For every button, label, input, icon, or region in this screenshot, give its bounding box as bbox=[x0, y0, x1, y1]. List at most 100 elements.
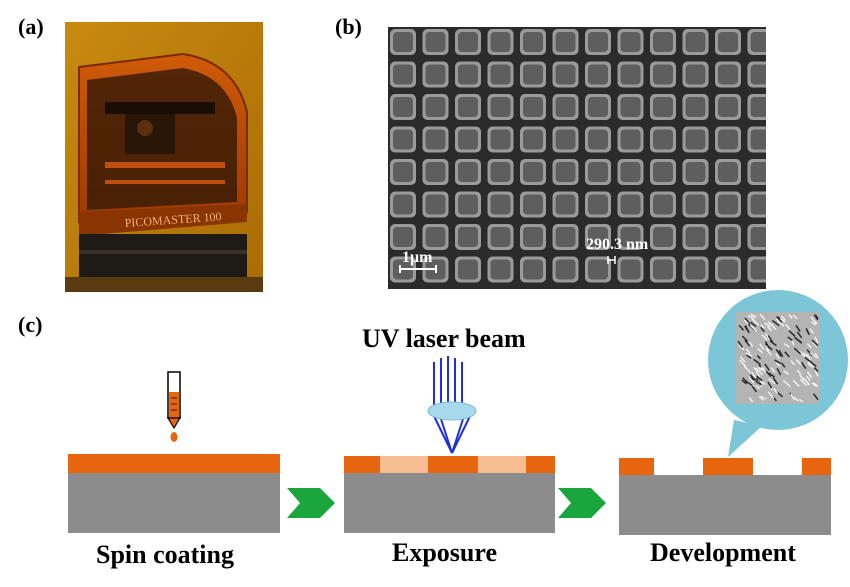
afm-feature bbox=[741, 335, 748, 342]
afm-feature bbox=[806, 343, 812, 349]
dropper-icon bbox=[166, 371, 182, 442]
afm-feature bbox=[757, 366, 763, 371]
afm-feature bbox=[748, 341, 754, 348]
sem-pillar bbox=[588, 64, 608, 85]
afm-feature bbox=[777, 316, 784, 322]
afm-feature bbox=[755, 360, 761, 366]
afm-feature bbox=[743, 319, 749, 325]
afm-feature bbox=[764, 363, 770, 371]
afm-feature bbox=[814, 336, 819, 344]
sem-pillar bbox=[555, 162, 576, 182]
scale-bar-label: 1μm bbox=[402, 249, 433, 266]
afm-feature bbox=[777, 320, 785, 327]
afm-feature bbox=[774, 359, 781, 365]
afm-feature bbox=[789, 337, 795, 346]
sem-pillar bbox=[425, 162, 446, 182]
afm-feature bbox=[796, 369, 802, 375]
sem-pillar bbox=[620, 97, 641, 117]
afm-feature bbox=[810, 316, 818, 325]
afm-feature bbox=[747, 314, 755, 320]
afm-feature bbox=[789, 392, 794, 398]
afm-feature bbox=[745, 380, 753, 387]
afm-feature bbox=[798, 350, 806, 358]
afm-feature bbox=[794, 336, 802, 344]
afm-feature bbox=[739, 356, 746, 363]
panel-label-b: (b) bbox=[335, 14, 362, 39]
sem-pattern bbox=[388, 27, 766, 289]
sem-pillar bbox=[458, 194, 478, 215]
afm-feature bbox=[744, 339, 751, 347]
sem-pillar bbox=[685, 32, 706, 52]
afm-feature bbox=[770, 323, 777, 330]
sem-pillar bbox=[523, 32, 543, 52]
sem-pillar bbox=[458, 97, 478, 117]
stage-exposure bbox=[344, 356, 555, 533]
uv-laser-beam-label: UV laser beam bbox=[362, 324, 526, 353]
sem-pillar bbox=[750, 32, 766, 52]
afm-feature bbox=[811, 321, 817, 326]
afm-feature bbox=[758, 396, 765, 401]
sem-pillar bbox=[458, 129, 478, 150]
sem-pillar bbox=[685, 259, 706, 280]
afm-feature bbox=[761, 366, 767, 373]
sem-pillar bbox=[718, 97, 738, 117]
sem-pillar bbox=[750, 129, 766, 150]
resist-block-3 bbox=[802, 458, 831, 475]
sem-pillar bbox=[393, 97, 413, 117]
afm-feature bbox=[761, 334, 768, 341]
afm-feature bbox=[804, 356, 812, 363]
afm-feature bbox=[768, 384, 774, 391]
afm-feature bbox=[813, 367, 819, 373]
afm-feature bbox=[780, 315, 787, 322]
sem-image: 1μm 290.3 nm bbox=[388, 27, 766, 289]
afm-feature bbox=[764, 341, 770, 349]
afm-feature bbox=[778, 349, 784, 358]
sem-pillar bbox=[393, 194, 413, 215]
sem-pillar bbox=[620, 194, 641, 215]
sem-pillar bbox=[718, 129, 738, 150]
substrate-2 bbox=[344, 473, 555, 533]
afm-feature bbox=[795, 324, 801, 332]
sem-pillar bbox=[653, 194, 673, 215]
lens-icon bbox=[427, 401, 477, 421]
sem-pillar bbox=[653, 97, 673, 117]
afm-feature bbox=[751, 371, 757, 379]
afm-feature bbox=[785, 323, 791, 330]
afm-feature bbox=[760, 394, 768, 400]
sem-pillar bbox=[393, 162, 413, 182]
afm-feature bbox=[806, 375, 811, 381]
substrate-1 bbox=[68, 473, 280, 533]
sem-pillar bbox=[425, 194, 446, 215]
sem-pillar bbox=[393, 64, 413, 85]
sem-pillar bbox=[458, 162, 478, 182]
afm-feature bbox=[753, 366, 758, 373]
afm-feature bbox=[768, 377, 776, 385]
afm-feature bbox=[772, 377, 779, 385]
sem-pillar bbox=[555, 32, 576, 52]
sem-pillar bbox=[490, 259, 511, 280]
afm-feature bbox=[782, 379, 791, 388]
sem-pillar bbox=[393, 227, 413, 247]
afm-feature bbox=[807, 362, 812, 368]
afm-feature bbox=[760, 324, 765, 329]
zoom-bubble bbox=[708, 290, 848, 457]
sem-pillar bbox=[588, 162, 608, 182]
afm-feature bbox=[747, 381, 755, 387]
afm-feature bbox=[805, 328, 810, 336]
afm-feature bbox=[738, 344, 745, 351]
sem-pillar bbox=[490, 64, 511, 85]
afm-feature bbox=[759, 343, 765, 351]
stage-label-spin-coating: Spin coating bbox=[96, 540, 234, 569]
sem-pillar bbox=[620, 32, 641, 52]
sem-pillar bbox=[653, 259, 673, 280]
afm-feature bbox=[784, 351, 790, 358]
sem-pillar bbox=[555, 64, 576, 85]
afm-feature bbox=[742, 377, 749, 384]
afm-feature bbox=[745, 352, 753, 357]
sem-pillar bbox=[458, 32, 478, 52]
sem-pillar bbox=[425, 64, 446, 85]
sem-pillar bbox=[425, 97, 446, 117]
afm-feature bbox=[813, 314, 819, 321]
sem-pillar bbox=[653, 227, 673, 247]
afm-feature bbox=[760, 395, 768, 400]
